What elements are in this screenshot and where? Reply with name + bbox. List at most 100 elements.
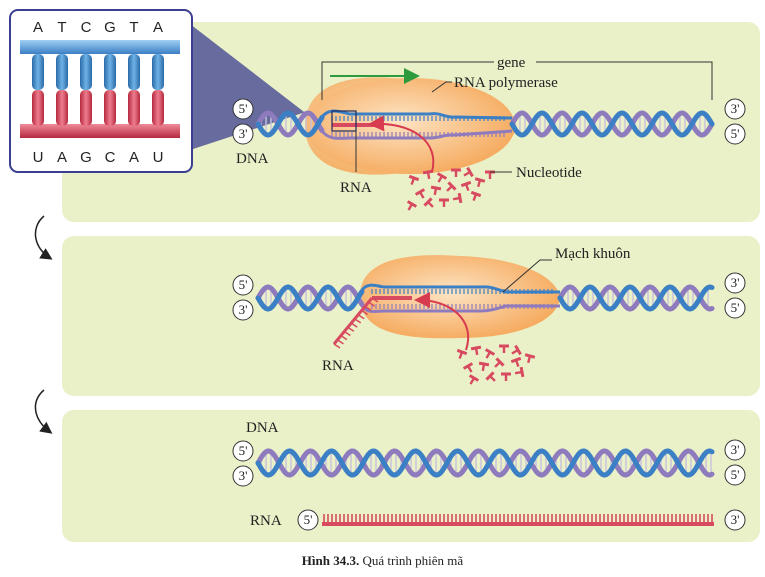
caption-text: Quá trình phiên mã <box>362 553 464 568</box>
end-3-bottom-left: 3' <box>239 126 248 141</box>
dna-base-rod <box>128 54 140 90</box>
rna-base-rod <box>80 90 92 126</box>
rna-base-rod <box>152 90 164 126</box>
rna-base-rod <box>32 90 44 126</box>
rna-end-5: 5' <box>304 512 313 527</box>
figure-caption: Hình 34.3. Quá trình phiên mã <box>0 553 765 569</box>
dna-backbone <box>20 40 180 54</box>
nucleotide <box>478 361 490 372</box>
dna-base-rod <box>152 54 164 90</box>
panel-1-group: gene RNA polymerase Nucleotide RNA DNA 5… <box>232 55 746 211</box>
end-5-bottom-right: 5' <box>731 126 740 141</box>
strand-purple <box>255 284 365 312</box>
strand-purple <box>557 284 715 312</box>
nucleotide <box>463 166 474 178</box>
nucleotide <box>468 374 480 385</box>
rna-label-3: RNA <box>250 513 282 529</box>
nucleotide <box>460 180 472 191</box>
rna-transcript-2 <box>332 297 379 349</box>
dna-base-letter: A <box>153 19 163 36</box>
nucleotide <box>470 190 482 201</box>
rna-base-letter: A <box>129 149 139 166</box>
nucleotide <box>436 172 448 183</box>
dna-base-letter: T <box>129 19 138 36</box>
nucleotide <box>451 168 461 177</box>
rna-base-letter: U <box>33 149 44 166</box>
rna-base-rod <box>104 90 116 126</box>
nucleotide <box>430 185 442 196</box>
strand-blue <box>255 110 325 138</box>
nucleotide <box>414 188 426 199</box>
nucleotide <box>485 371 496 382</box>
rna-label-2: RNA <box>322 358 354 374</box>
dna-base-rod <box>56 54 68 90</box>
gene-bracket <box>321 61 713 100</box>
nucleotide <box>499 344 509 353</box>
dna-base-letter: G <box>104 19 116 36</box>
step-arrow-1 <box>34 215 53 260</box>
nucleotide <box>422 169 434 180</box>
strand-purple <box>255 110 325 138</box>
end-5-top-left-2: 5' <box>239 277 248 292</box>
dna-base-rod <box>32 54 44 90</box>
caption-number: Hình 34.3. <box>301 553 360 568</box>
rna-base-letter: A <box>57 149 67 166</box>
rna-transcript-final <box>322 514 714 526</box>
end-3-bottom-left-3: 3' <box>239 468 248 483</box>
strand-blue <box>557 284 715 312</box>
end-5-bottom-right-2: 5' <box>731 300 740 315</box>
dna-helix-full <box>255 448 715 478</box>
rna-label-1: RNA <box>340 180 372 196</box>
nucleotide <box>406 200 418 211</box>
panel-2-group: Mạch khuôn RNA 5' 3' 3' 5' <box>232 246 746 385</box>
rna-base-letter: C <box>105 149 116 166</box>
nucleotide <box>501 372 511 381</box>
nucleotide <box>439 198 449 207</box>
panel-3-group: DNA 5' 3' 3' 5' RNA 5' 3' <box>232 420 746 531</box>
nucleotide-label: Nucleotide <box>516 165 582 181</box>
end-3-top-right-3: 3' <box>731 442 740 457</box>
end-3-top-right-2: 3' <box>731 275 740 290</box>
zoom-box <box>331 110 357 132</box>
nucleotide <box>462 362 474 373</box>
rna-polymerase-2 <box>360 255 560 339</box>
rna-base-letter: G <box>80 149 92 166</box>
step-arrow-2 <box>34 389 53 434</box>
dna-label-3: DNA <box>246 420 279 436</box>
rna-backbone <box>20 124 180 138</box>
template-strand-label: Mạch khuôn <box>555 246 631 262</box>
dna-label-1: DNA <box>236 151 269 167</box>
nucleotide <box>452 192 463 204</box>
rna-end-3: 3' <box>731 512 740 527</box>
nucleotide <box>484 348 496 359</box>
dna-base-letter: T <box>57 19 66 36</box>
dna-base-letter: C <box>81 19 92 36</box>
zoom-wedge <box>190 24 330 150</box>
nucleotide <box>524 353 536 364</box>
nucleotide <box>510 356 522 367</box>
dna-helix-left <box>255 110 325 138</box>
nucleotide <box>494 357 505 368</box>
end-3-bottom-left-2: 3' <box>239 302 248 317</box>
nucleotide <box>470 345 482 356</box>
rna-base-rod <box>56 90 68 126</box>
nucleotide <box>474 177 486 188</box>
rna-base-letter: U <box>153 149 164 166</box>
nucleotide <box>408 174 420 185</box>
dna-base-rod <box>104 54 116 90</box>
gene-label: gene <box>497 55 526 71</box>
end-3-top-right: 3' <box>731 101 740 116</box>
end-5-top-left-3: 5' <box>239 443 248 458</box>
nucleotide <box>446 181 457 192</box>
rna-polymerase-label: RNA polymerase <box>454 75 558 91</box>
end-5-top-left: 5' <box>239 101 248 116</box>
nucleotide <box>423 197 434 208</box>
nucleotide <box>511 344 522 356</box>
strand-blue <box>509 110 715 138</box>
nucleotide <box>514 366 525 378</box>
rna-base-rod <box>128 90 140 126</box>
strand-blue <box>255 284 365 312</box>
end-5-bottom-right-3: 5' <box>731 467 740 482</box>
